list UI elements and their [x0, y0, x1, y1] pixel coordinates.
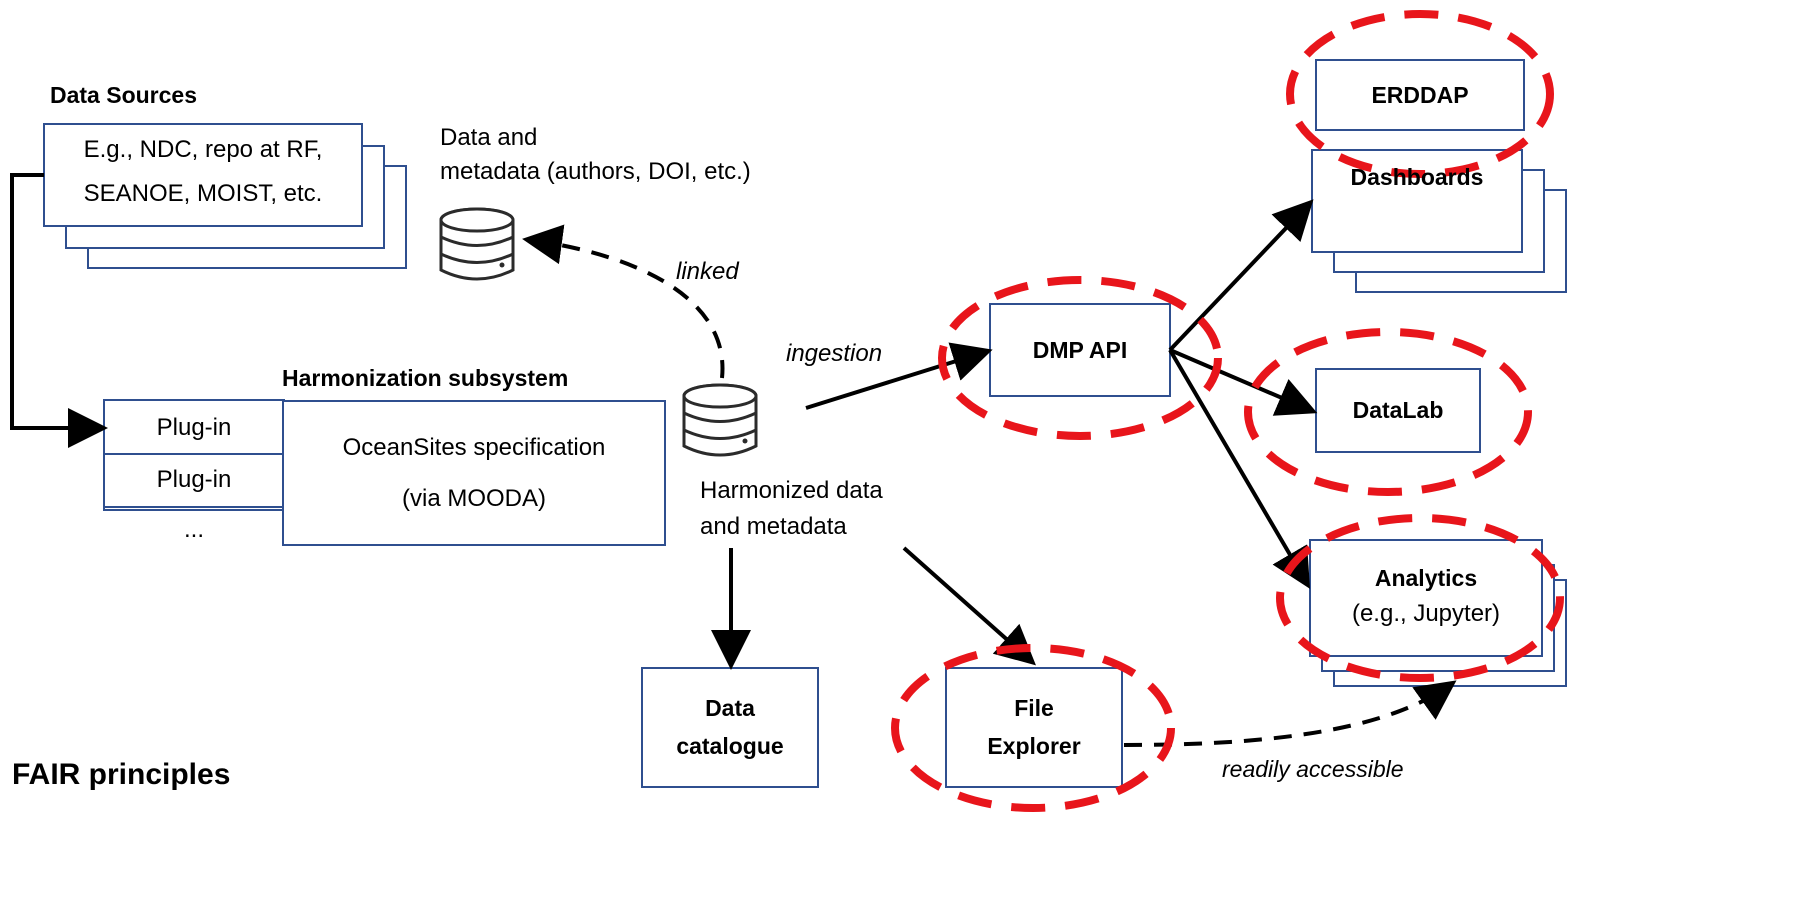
datalab-label: DataLab	[1352, 397, 1444, 423]
erddap-box	[1315, 59, 1525, 131]
datalab-box	[1315, 368, 1481, 453]
fair-principles-title: FAIR principles	[12, 758, 231, 791]
readily-accessible-arrow	[1123, 680, 1457, 747]
file-explorer-highlight	[891, 644, 1175, 812]
data-catalogue-line2: catalogue	[676, 732, 784, 759]
datalab-highlight	[1244, 328, 1532, 496]
erddap-highlight	[1286, 10, 1554, 178]
dashboards-stack	[1311, 149, 1567, 293]
data-catalogue-line1: Data	[705, 694, 755, 721]
analytics-label: Analytics	[1374, 564, 1478, 591]
api-to-dashboards-arrow	[1168, 199, 1314, 352]
analytics-stack	[1309, 539, 1567, 687]
data-catalogue-box	[641, 667, 819, 788]
plugin-2-label: Plug-in	[156, 466, 232, 493]
dmp-api-highlight	[938, 276, 1222, 440]
analytics-highlight	[1276, 514, 1564, 682]
api-to-datalab-arrow	[1169, 348, 1318, 416]
dmp-api-label: DMP API	[1032, 336, 1128, 363]
data-sources-line2: SEANOE, MOIST, etc.	[83, 180, 323, 207]
linked-label: linked	[676, 258, 739, 285]
plugin-column	[103, 399, 285, 511]
via-mooda-label: (via MOODA)	[402, 485, 546, 512]
harmonized-line2: and metadata	[700, 513, 847, 540]
database-icon	[682, 383, 758, 457]
ingestion-label: ingestion	[786, 340, 883, 367]
oceansites-box	[282, 400, 666, 546]
database-icon	[439, 207, 515, 281]
erddap-label: ERDDAP	[1371, 81, 1469, 108]
data-and-metadata-line1: Data and	[440, 124, 538, 151]
linked-arrow	[522, 224, 725, 379]
file-explorer-line1: File	[1014, 694, 1054, 721]
data-sources-title: Data Sources	[50, 82, 198, 108]
sources-to-plugin-arrow	[10, 173, 108, 448]
ingestion-arrow	[805, 342, 993, 410]
oceansites-spec-label: OceanSites specification	[342, 434, 606, 461]
plugin-1-label: Plug-in	[156, 414, 232, 441]
data-sources-stack	[43, 123, 407, 269]
dashboards-label: Dashboards	[1350, 163, 1484, 190]
harmonization-title: Harmonization subsystem	[282, 365, 569, 391]
api-to-analytics-arrow	[1168, 348, 1311, 589]
plugin-ellipsis: ...	[183, 516, 204, 543]
to-file-explorer-arrow	[902, 546, 1036, 666]
data-and-metadata-line2: metadata (authors, DOI, etc.)	[440, 158, 751, 185]
data-sources-line1: E.g., NDC, repo at RF,	[83, 136, 323, 163]
file-explorer-box	[945, 667, 1123, 788]
harmonized-line1: Harmonized data	[700, 477, 883, 504]
readily-accessible-label: readily accessible	[1222, 756, 1404, 782]
dmp-api-box	[989, 303, 1171, 397]
analytics-sub-label: (e.g., Jupyter)	[1351, 600, 1501, 627]
file-explorer-line2: Explorer	[987, 732, 1081, 759]
